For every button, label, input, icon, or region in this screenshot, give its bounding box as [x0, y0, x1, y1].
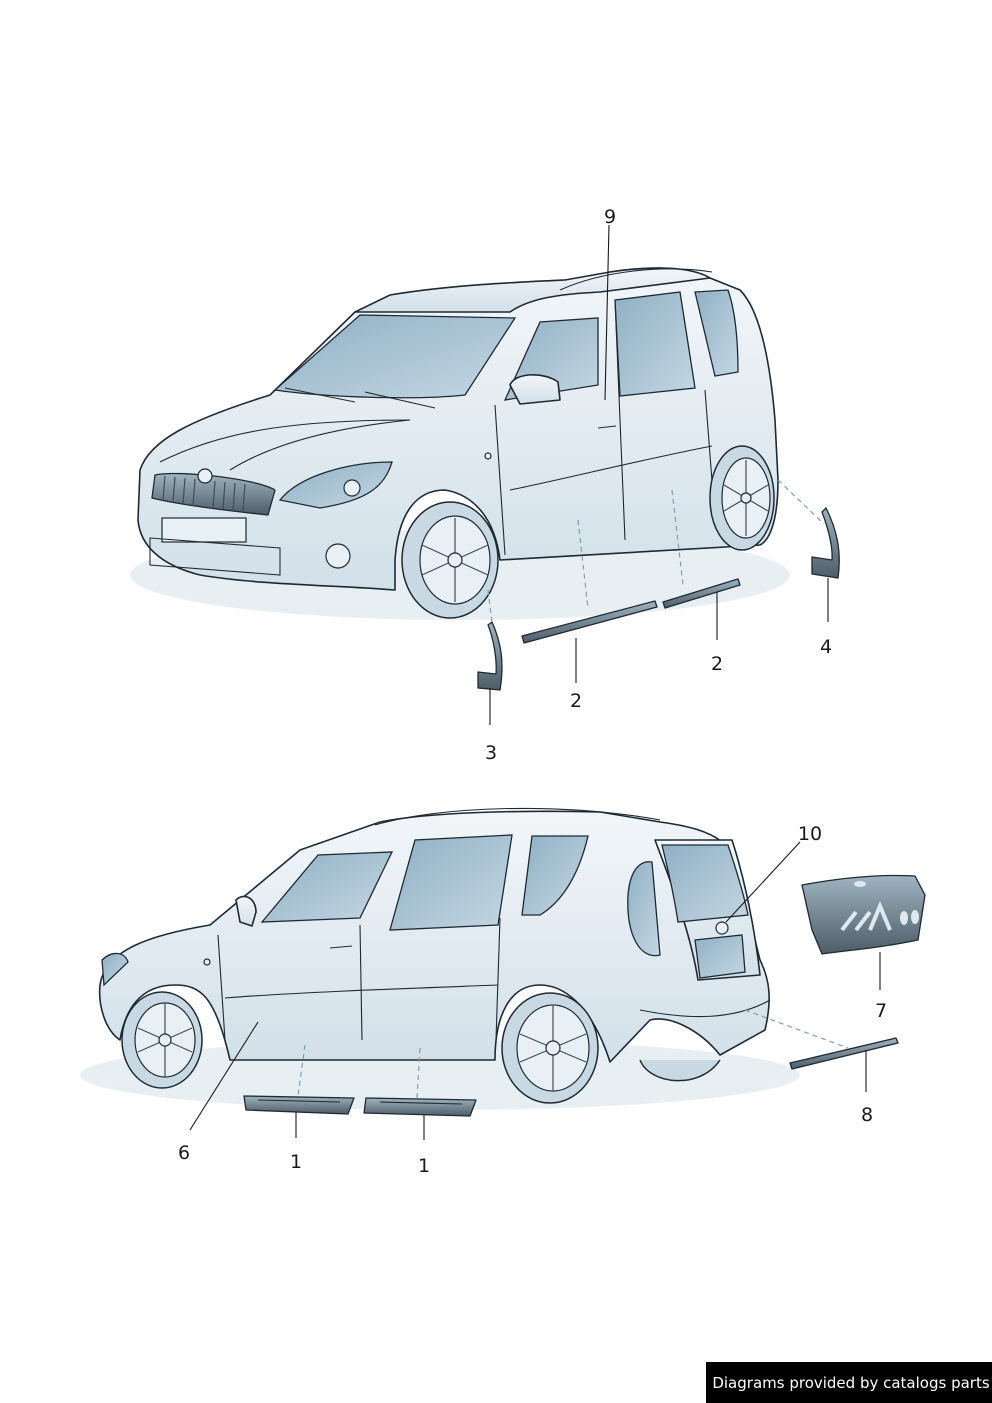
sill-plate-rear: [363, 1097, 477, 1117]
mud-flap-rear: [811, 507, 840, 579]
callout-9: 9: [604, 206, 616, 228]
credit-text: Diagrams provided by catalogs parts: [712, 1373, 990, 1392]
callout-2-front: 2: [570, 690, 582, 712]
car-rear-view: [80, 807, 800, 1110]
side-moulding-front: [521, 600, 658, 644]
callout-2-rear: 2: [711, 653, 723, 675]
car-front-view: [130, 267, 790, 620]
callout-7: 7: [875, 1000, 887, 1022]
mud-flap-front: [477, 621, 503, 691]
callout-1-front: 1: [290, 1151, 302, 1173]
sill-plate-front: [243, 1095, 355, 1115]
callout-1-rear: 1: [418, 1155, 430, 1177]
side-moulding-rear: [662, 578, 741, 609]
rear-bumper-strip: [789, 1037, 899, 1070]
boot-liner: [801, 874, 926, 955]
callout-6: 6: [178, 1142, 190, 1164]
callout-8: 8: [861, 1104, 873, 1126]
credit-banner: Diagrams provided by catalogs parts: [706, 1362, 992, 1403]
callout-3: 3: [485, 742, 497, 764]
callout-10: 10: [798, 823, 822, 845]
callout-4: 4: [820, 636, 832, 658]
